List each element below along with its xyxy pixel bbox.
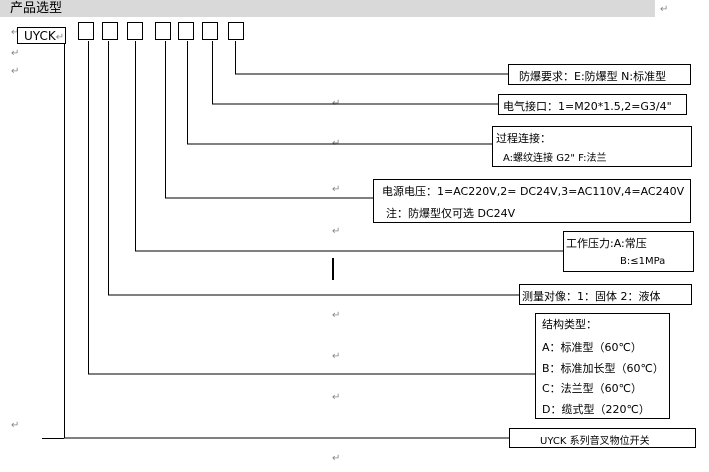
model-code: UYCK (24, 29, 56, 43)
measured-medium-text: 测量对像：1：固体 2：液体 (522, 290, 661, 303)
text-cursor (332, 258, 334, 280)
paragraph-mark: ↵ (332, 392, 341, 403)
series-name-box: UYCK 系列音叉物位开关 (509, 428, 696, 448)
electrical-interface-box: 电气接口：1=M20*1.5,2=G3/4" (498, 94, 687, 115)
section-header: 产品选型 (0, 0, 655, 17)
code-slot-pressure (127, 22, 143, 40)
paragraph-mark: ↵ (660, 4, 669, 15)
structure-type-c: C：法兰型（60℃） (542, 382, 643, 395)
measured-medium-box: 测量对像：1：固体 2：液体 (519, 284, 692, 305)
code-slot-explosion (228, 22, 244, 40)
paragraph-mark: ↵ (11, 48, 20, 59)
process-connection-box: 过程连接： A:螺纹连接 G2" F:法兰 (492, 126, 692, 167)
structure-type-title: 结构类型： (542, 318, 597, 331)
explosion-requirement-text: 防爆要求：E:防爆型 N:标准型 (519, 70, 667, 83)
working-pressure-box: 工作压力:A:常压 B:≤1MPa (563, 231, 694, 272)
structure-type-box: 结构类型： A：标准型（60℃） B：标准加长型（60℃） C：法兰型（60℃）… (535, 313, 670, 419)
series-name-text: UYCK 系列音叉物位开关 (540, 436, 650, 447)
code-slot-process (178, 22, 194, 40)
paragraph-mark: ↵ (332, 351, 341, 362)
paragraph-mark: ↵ (332, 453, 341, 464)
power-supply-note: 注：防爆型仅可选 DC24V (386, 207, 516, 220)
paragraph-mark: ↵ (332, 184, 341, 195)
power-supply-text: 电源电压：1=AC220V,2= DC24V,3=AC110V,4=AC240V (382, 185, 685, 198)
code-slot-power (155, 22, 171, 40)
paragraph-mark: ↵ (11, 27, 20, 38)
process-connection-title: 过程连接： (496, 132, 551, 145)
paragraph-mark: ↵ (332, 310, 341, 321)
model-code-box: UYCK↵ (17, 27, 66, 44)
code-slot-structure (78, 22, 94, 40)
electrical-interface-text: 电气接口：1=M20*1.5,2=G3/4" (503, 100, 672, 113)
paragraph-mark: ↵ (55, 32, 65, 43)
code-slot-electrical (202, 22, 218, 40)
section-title: 产品选型 (10, 1, 63, 16)
explosion-requirement-box: 防爆要求：E:防爆型 N:标准型 (508, 64, 691, 85)
structure-type-a: A：标准型（60℃） (542, 341, 642, 354)
process-connection-option: A:螺纹连接 G2" F:法兰 (503, 153, 607, 164)
code-slot-medium (102, 22, 118, 40)
paragraph-mark: ↵ (11, 66, 20, 77)
structure-type-b: B：标准加长型（60℃） (542, 361, 664, 375)
working-pressure-title: 工作压力:A:常压 (566, 237, 647, 250)
power-supply-box: 电源电压：1=AC220V,2= DC24V,3=AC110V,4=AC240V… (373, 179, 691, 223)
paragraph-mark: ↵ (11, 420, 20, 431)
structure-type-d: D：缆式型（220℃） (542, 402, 650, 416)
working-pressure-option: B:≤1MPa (620, 256, 666, 267)
paragraph-mark: ↵ (332, 226, 341, 237)
